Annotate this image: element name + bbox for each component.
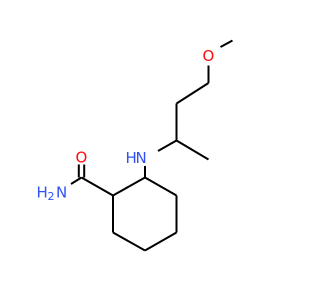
amide-h-label: H bbox=[37, 184, 48, 202]
ring-bond-4 bbox=[112, 231, 146, 252]
bond-carbonyl-to-n bbox=[70, 176, 83, 185]
ring-bond-1 bbox=[144, 176, 177, 197]
atom-labels: O H N O H 2 N bbox=[37, 47, 215, 203]
amine-h-label: H bbox=[126, 149, 137, 167]
amine-n-label: N bbox=[136, 149, 147, 167]
carbonyl-oxygen-label: O bbox=[76, 149, 88, 167]
molecule-structure: O H N O H 2 N bbox=[37, 39, 233, 252]
ether-oxygen-label: O bbox=[203, 47, 215, 65]
ring-bond-6 bbox=[112, 176, 146, 197]
bonds bbox=[70, 39, 233, 252]
amide-n-label: N bbox=[56, 184, 67, 202]
bond-chain-to-n bbox=[157, 139, 177, 152]
bond-methyl-branch bbox=[175, 139, 210, 161]
amide-subscript-label: 2 bbox=[48, 190, 55, 203]
ring-bond-3 bbox=[144, 231, 177, 252]
bond-chain-1 bbox=[175, 82, 210, 105]
bond-ring-to-carbonyl bbox=[81, 176, 114, 197]
molecule-canvas: O H N O H 2 N bbox=[36, 39, 233, 252]
bond-methyl-oxygen bbox=[220, 39, 233, 48]
